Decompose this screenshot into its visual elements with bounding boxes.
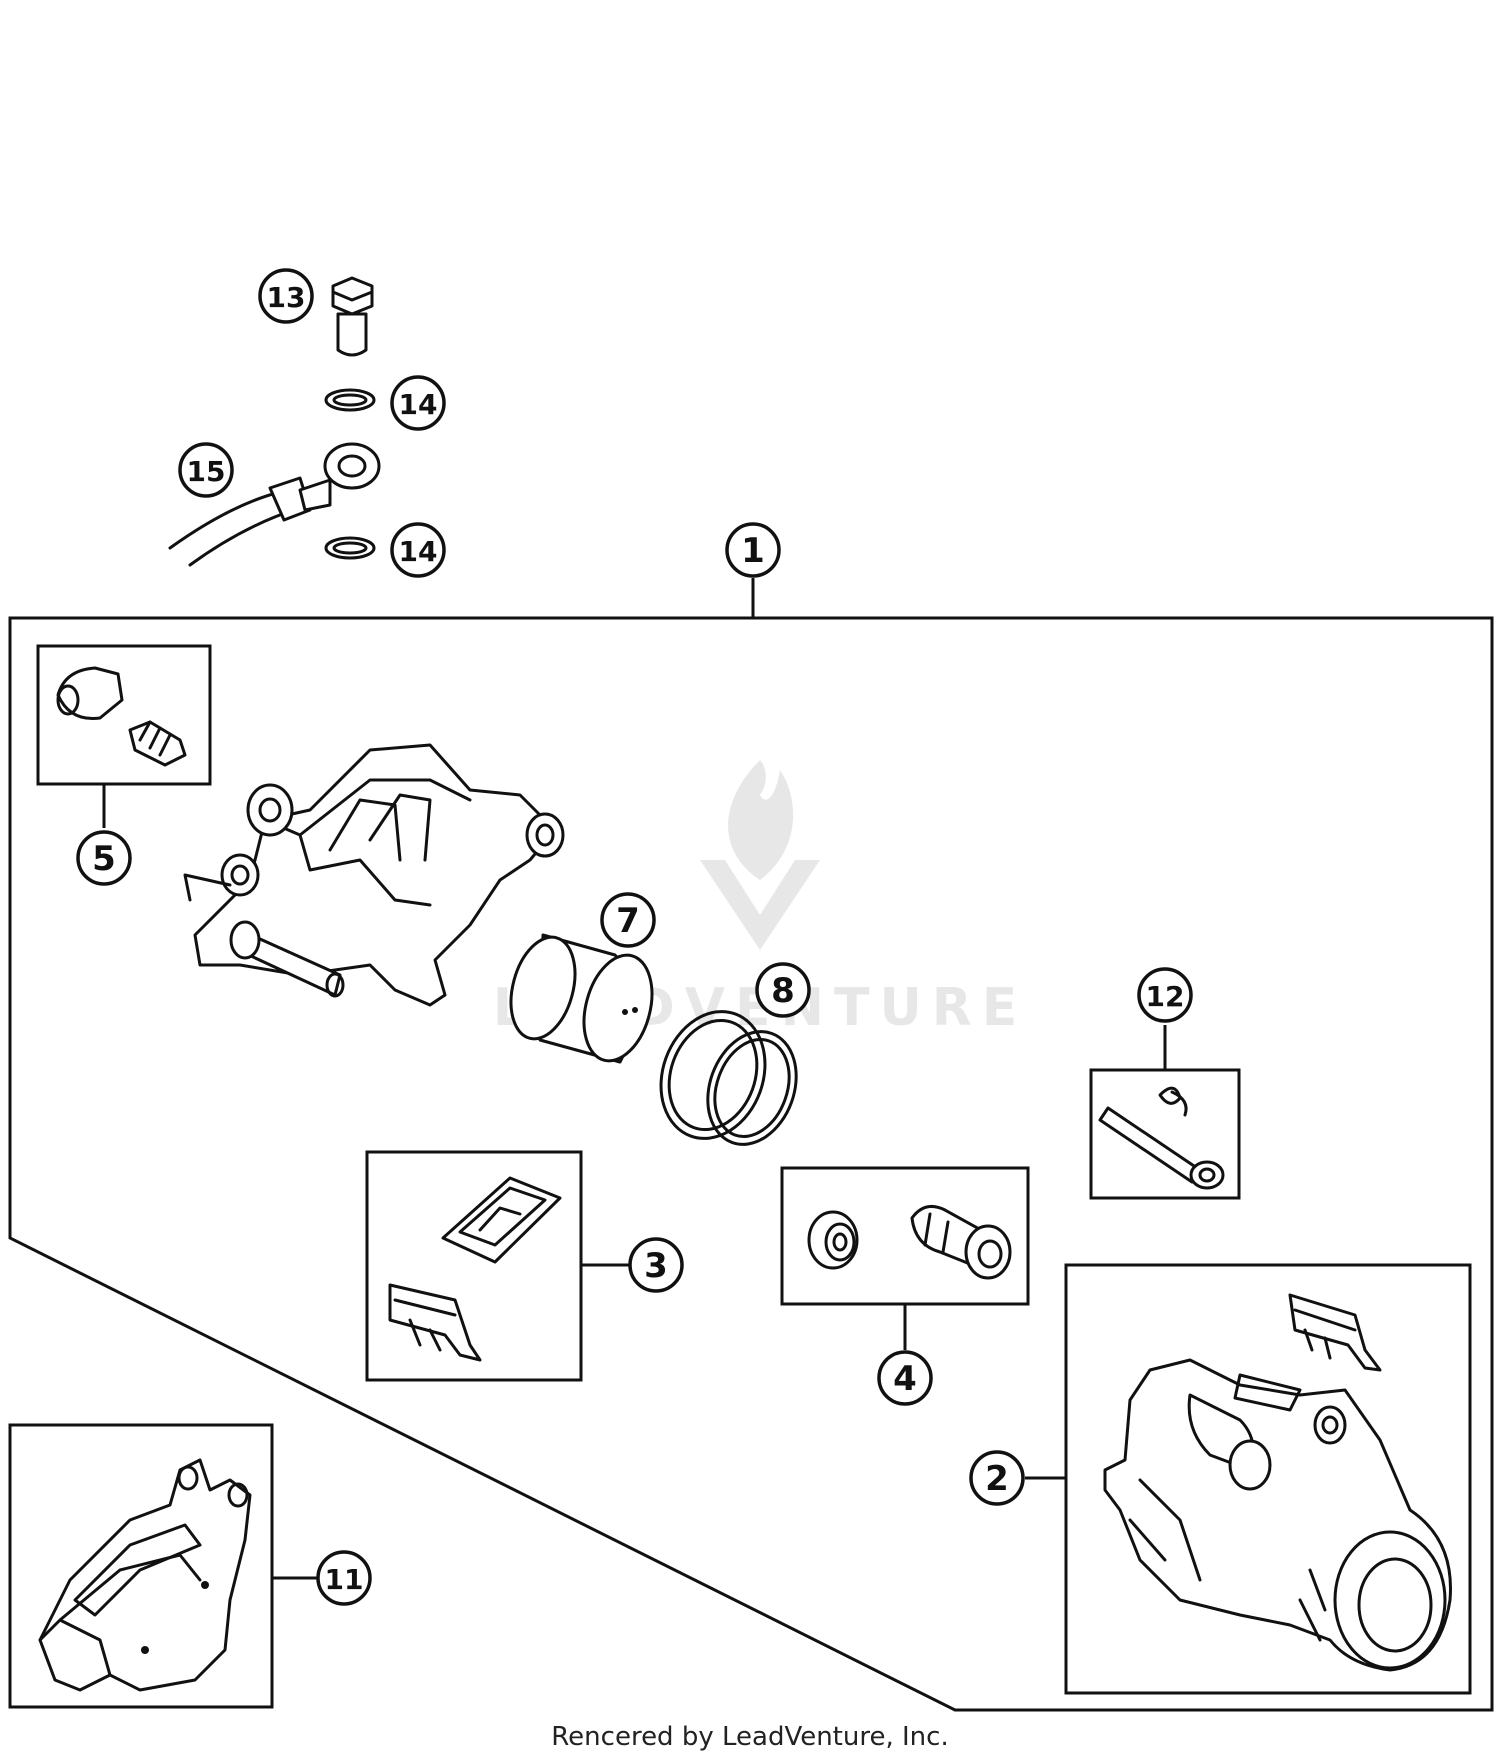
svg-text:1: 1 (741, 531, 765, 571)
callout-14-upper: 14 (390, 375, 446, 431)
svg-text:3: 3 (644, 1246, 668, 1286)
bleeder-valve-part (128, 720, 187, 767)
brake-pad-part (38, 1458, 252, 1692)
callout-4: 4 (877, 1350, 933, 1406)
washer-upper-part (324, 388, 376, 412)
svg-text:2: 2 (985, 1459, 1009, 1499)
slide-bushing-part (910, 1204, 1012, 1280)
svg-text:14: 14 (399, 388, 438, 421)
svg-text:5: 5 (92, 839, 116, 879)
dust-boot-part (807, 1210, 859, 1270)
brake-line-part (168, 442, 381, 567)
callout-15: 15 (178, 442, 234, 498)
pad-retainer-part (388, 1283, 482, 1362)
flame-logo-icon (728, 760, 794, 880)
svg-text:15: 15 (187, 455, 226, 488)
callout-1: 1 (725, 522, 781, 578)
svg-text:4: 4 (893, 1359, 917, 1399)
pin-clip-part (1158, 1086, 1188, 1117)
callout-3: 3 (628, 1237, 684, 1293)
pad-pin-part (1098, 1106, 1225, 1190)
callout-14-lower: 14 (390, 522, 446, 578)
callout-12: 12 (1137, 967, 1193, 1023)
render-credit: Rencered by LeadVenture, Inc. (551, 1722, 949, 1752)
svg-text:14: 14 (399, 535, 438, 568)
anti-rattle-spring-part (441, 1176, 562, 1264)
svg-text:11: 11 (325, 1563, 364, 1596)
svg-text:7: 7 (616, 901, 640, 941)
svg-text:12: 12 (1146, 980, 1185, 1013)
callout-2: 2 (969, 1450, 1025, 1506)
callout-7: 7 (600, 892, 656, 948)
callout-8: 8 (755, 962, 811, 1018)
callout-5: 5 (76, 830, 132, 886)
bleeder-cap-part (56, 666, 124, 721)
washer-lower-part (324, 536, 376, 560)
callout-13: 13 (258, 268, 314, 324)
bracket-retainer-part (1288, 1293, 1382, 1372)
brake-pad-box (8, 1423, 274, 1709)
spring-kit-box (365, 1150, 583, 1382)
bleeder-kit-box (36, 644, 212, 786)
assembly-outline (8, 616, 1494, 1712)
caliper-housing-part (183, 743, 565, 1007)
svg-text:8: 8 (771, 971, 795, 1011)
piston-part (509, 933, 654, 1064)
callout-11: 11 (316, 1550, 372, 1606)
piston-seal-part (659, 1010, 798, 1146)
caliper-bracket-part (1103, 1358, 1452, 1672)
banjo-bolt-part (331, 276, 374, 357)
v-logo-icon (700, 860, 820, 950)
svg-text:13: 13 (267, 281, 306, 314)
